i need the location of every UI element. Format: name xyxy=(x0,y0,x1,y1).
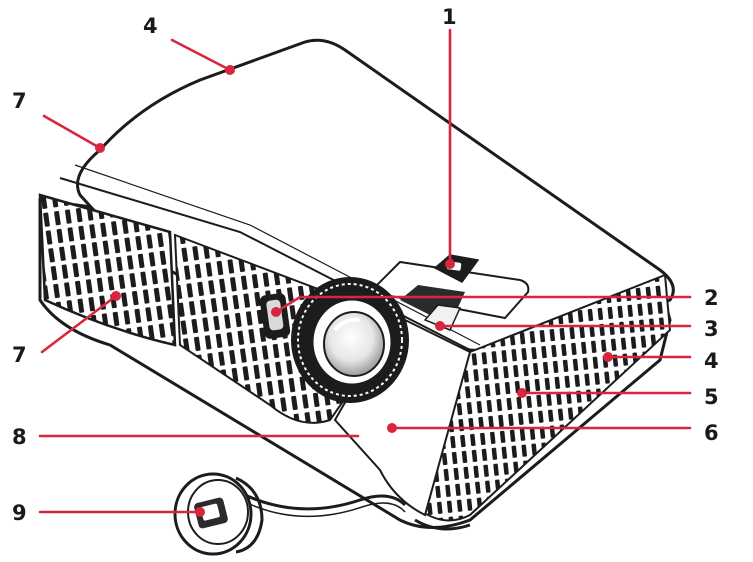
callout-7-left: 7 xyxy=(12,343,27,367)
leader-7-left xyxy=(40,294,118,354)
callout-2: 2 xyxy=(704,286,719,310)
callout-7-top: 7 xyxy=(12,89,27,113)
lens-cap xyxy=(173,472,407,556)
callout-3: 3 xyxy=(704,317,719,341)
callout-9: 9 xyxy=(12,501,27,525)
leader-7-top xyxy=(42,114,102,150)
callout-6: 6 xyxy=(704,421,719,445)
callout-8: 8 xyxy=(12,425,27,449)
leader-2 xyxy=(274,295,692,314)
left-vent-grille xyxy=(38,193,177,347)
callout-1: 1 xyxy=(442,5,457,29)
callout-4-right: 4 xyxy=(704,349,719,373)
leader-4-top xyxy=(170,38,232,72)
callout-numbers: 1 2 3 4 4 5 6 7 7 8 9 xyxy=(12,5,719,525)
callout-5: 5 xyxy=(704,385,719,409)
callout-4-top: 4 xyxy=(143,14,158,38)
callout-leaders xyxy=(38,28,692,517)
projector-icon xyxy=(38,38,675,531)
